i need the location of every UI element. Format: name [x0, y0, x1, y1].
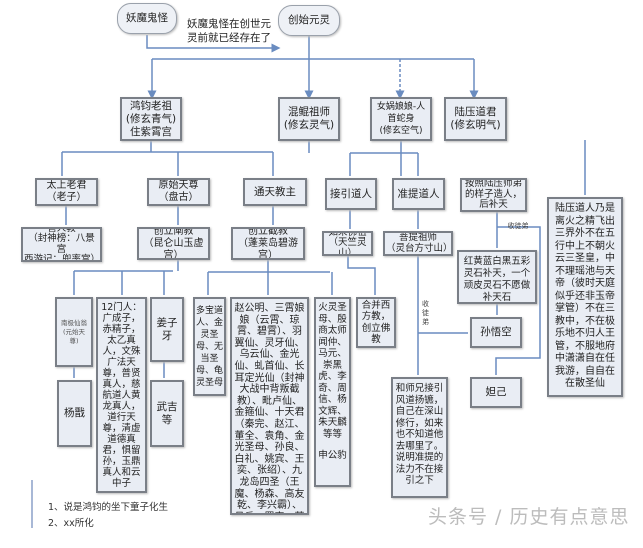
- node-nanji: 南极仙翁 (元始天尊): [55, 297, 93, 367]
- node-hebing: 合并西方教，创立佛教: [356, 297, 396, 348]
- shengongbao-text: 申公豹: [318, 450, 347, 461]
- node-jiejiao: 创立截教 （蓬莱岛碧游宫）: [231, 227, 305, 260]
- node-hunkun: 混鲲祖师 (修玄灵气): [278, 97, 340, 141]
- node-zhunti-note: 和师兄接引风道扬镳，自己在深山修行，如来也不知道他去哪里了。说明准提的法力不在接…: [391, 377, 448, 498]
- node-renjiao: 管人教 （封神榜：八景宫 西游记：兜率宫）: [21, 227, 102, 262]
- watermark: 头条号 / 历史有点意思: [428, 506, 630, 528]
- node-stone: 红黄蓝白黑五彩灵石补天，一个顽皮灵石不愿做补天石: [457, 250, 537, 304]
- footnote-2: 2、xx所化: [48, 518, 94, 529]
- huoling-text: 火灵圣母、殷商太师闻仲、马元、崇黑虎、李奇、周信、杨文辉、朱天麟等等: [318, 302, 347, 440]
- node-yuanshi: 原始天尊 （盘古）: [147, 178, 210, 206]
- node-nvwa: 女娲娘娘-人首蛇身 (修玄空气): [370, 97, 432, 141]
- node-menren: 12门人：广成子，赤精子，太乙真人，文殊广法天尊，普贤真人，慈航道人黄龙真人，道…: [96, 297, 147, 493]
- node-zhunti: 准提道人: [392, 178, 445, 210]
- node-duobao: 多宝道人、金灵圣母、无当圣母、龟灵圣母: [193, 297, 226, 396]
- node-daji: 妲己: [470, 377, 522, 408]
- node-huoling: 火灵圣母、殷商太师闻仲、马元、崇黑虎、李奇、周信、杨文辉、朱天麟等等 申公豹: [314, 297, 351, 487]
- node-puti: 菩提祖师 （灵台方寸山）: [383, 231, 453, 256]
- label-disciple: 收徒弟: [507, 222, 529, 230]
- node-yangjian: 杨戬: [57, 380, 92, 447]
- node-chanjiao: 创立阐教 （昆仑山玉虚宫）: [137, 227, 210, 260]
- node-jieyin: 接引道人: [325, 178, 377, 210]
- yaomo-note: 妖魔鬼怪在创世元灵前就已经存在了: [187, 18, 271, 44]
- node-yaomo: 妖魔鬼怪: [117, 3, 177, 34]
- footnote-1: 1、说是鸿钧的坐下童子化生: [48, 502, 169, 513]
- node-luya: 陆压道君 (修玄明气): [444, 97, 507, 141]
- node-rulai: 如来佛祖 （天竺灵山）: [322, 231, 373, 256]
- node-luya-desc: 陆压道人乃是离火之精飞出三界外不在五行中上不朝火云三圣皇，中不理瑶池与天帝（彼时…: [547, 197, 623, 397]
- label-disciple-2: 收徒弟: [422, 300, 429, 326]
- node-taishang: 太上老君 （老子）: [35, 178, 98, 206]
- node-hongjun: 鸿钧老祖 (修玄青气) 住紫霄宫: [120, 97, 182, 141]
- node-zhaogongming: 赵公明、三霄娘娘（云霄、琼霄、碧霄）、羽翼仙、灵牙仙、乌云仙、金光仙、虬首仙、长…: [230, 297, 309, 515]
- node-jiangziya: 姜子牙: [150, 297, 184, 362]
- node-sunwukong: 孙悟空: [470, 317, 522, 348]
- node-nvwa-act: 按照陆压师弟的样子造人，后补天: [460, 178, 527, 212]
- node-chuangshi: 创始元灵: [278, 5, 340, 36]
- node-tongtian: 通天教主: [243, 178, 307, 206]
- node-wuji: 武吉等: [150, 380, 184, 447]
